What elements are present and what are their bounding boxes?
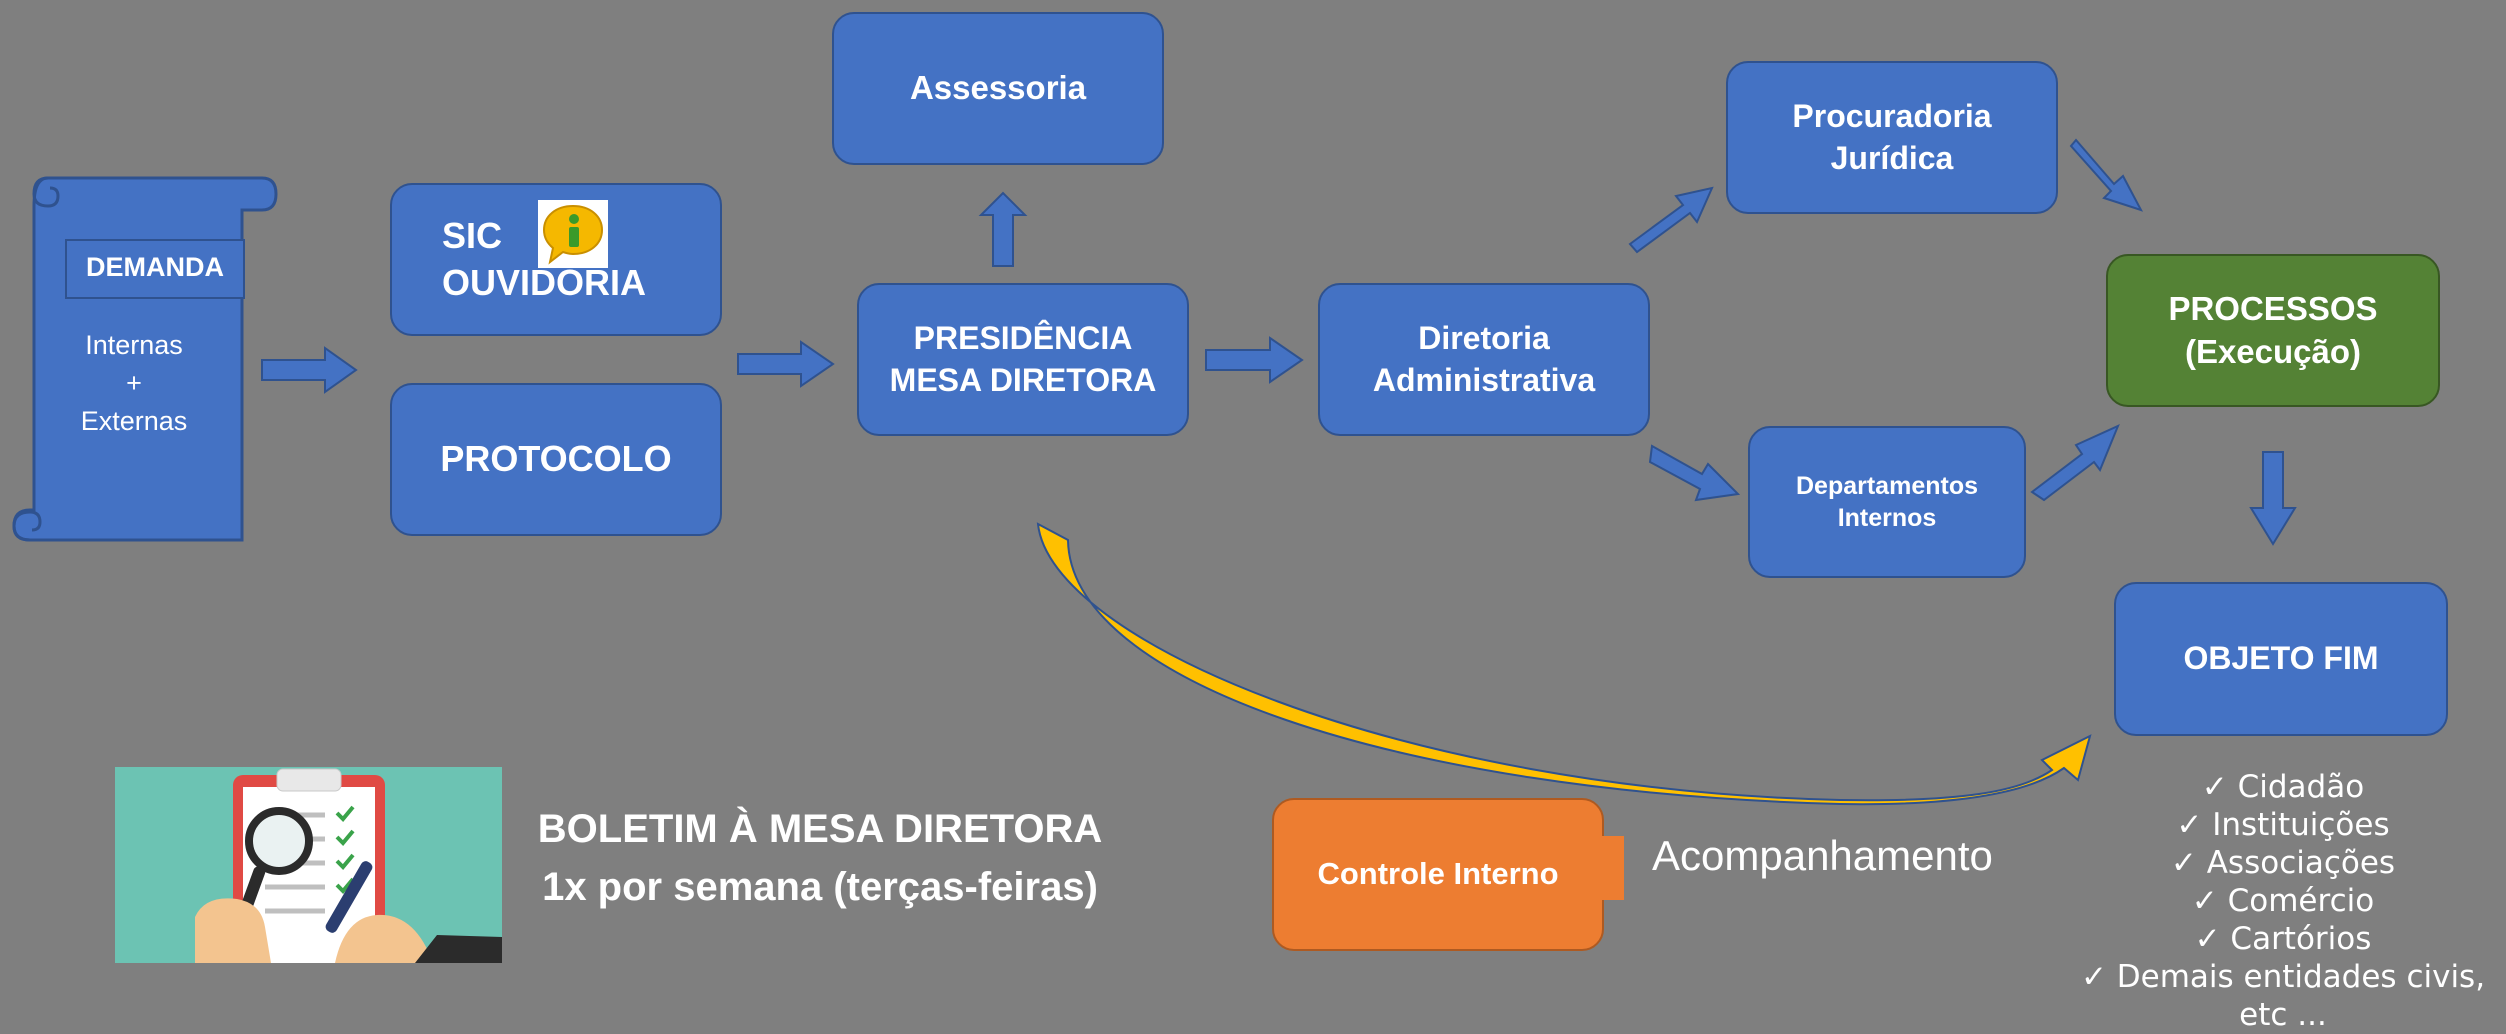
presidencia-box: PRESIDÊNCIA MESA DIRETORA (857, 283, 1189, 436)
protocolo-box: PROTOCOLO (390, 383, 722, 536)
internos-label: Internos (1837, 504, 1937, 532)
curved-arrow-presidencia-to-objeto (1036, 522, 2092, 806)
list-item: ✓ Associações (2170, 845, 2396, 881)
list-item: ✓ Cartórios (2194, 921, 2372, 957)
beneficiaries-list: ✓ Cidadão ✓ Instituições ✓ Associações ✓… (2060, 768, 2506, 1034)
execucao-label: (Execução) (2184, 332, 2362, 370)
departamentos-label: Departamentos (1796, 471, 1978, 500)
list-item: ✓ Instituições (2176, 807, 2390, 843)
procuradoria-label: Procuradoria (1792, 97, 1992, 134)
info-icon (538, 200, 608, 268)
controle-interno-box: Controle Interno (1272, 798, 1604, 951)
controle-interno-tab (1602, 836, 1624, 900)
arrow-diretoria-to-procuradoria (1628, 186, 1714, 254)
demanda-plus: + (126, 368, 142, 398)
list-item: etc ... (2239, 997, 2327, 1033)
list-item: ✓ Comércio (2191, 883, 2375, 919)
arrow-presidencia-to-diretoria (1205, 336, 1304, 384)
ouvidoria-label: OUVIDORIA (442, 261, 647, 303)
arrow-procuradoria-to-processos (2069, 138, 2144, 212)
mesa-diretora-label: MESA DIRETORA (889, 361, 1157, 398)
acompanhamento-label: Acompanhamento (1652, 832, 1993, 879)
clipboard-illustration (115, 767, 502, 963)
administrativa-label: Administrativa (1372, 361, 1596, 398)
assessoria-box: Assessoria (832, 12, 1164, 165)
boletim-text: BOLETIM À MESA DIRETORA 1x por semana (t… (530, 800, 1110, 916)
departamentos-box: Departamentos Internos (1748, 426, 2026, 578)
assessoria-label: Assessoria (909, 69, 1087, 107)
procuradoria-box: Procuradoria Jurídica (1726, 61, 2058, 214)
arrow-presidencia-to-assessoria (978, 191, 1028, 267)
arrow-demanda-to-sic (261, 346, 358, 394)
boletim-line1: BOLETIM À MESA DIRETORA (537, 807, 1103, 851)
boletim-line2: 1x por semana (terças-feiras) (542, 865, 1098, 909)
processos-box: PROCESSOS (Execução) (2106, 254, 2440, 407)
demanda-scroll (12, 176, 278, 542)
controle-interno-label: Controle Interno (1317, 856, 1559, 892)
presidencia-label: PRESIDÊNCIA (913, 319, 1133, 356)
demanda-title: DEMANDA (86, 252, 224, 282)
objeto-fim-label: OBJETO FIM (2183, 640, 2379, 677)
juridica-label: Jurídica (1830, 139, 1954, 176)
arrow-departamentos-to-processos (2030, 424, 2120, 502)
list-item: ✓ Cidadão (2201, 769, 2365, 805)
sic-label: SIC (442, 214, 503, 256)
processos-label: PROCESSOS (2168, 289, 2378, 327)
demanda-types: Internas + Externas (34, 326, 234, 440)
diretoria-label: Diretoria (1418, 319, 1550, 356)
list-item: ✓ Demais entidades civis, (2080, 959, 2486, 995)
arrow-sic-to-presidencia (737, 340, 835, 388)
demanda-externas: Externas (80, 406, 188, 436)
protocolo-label: PROTOCOLO (440, 438, 672, 480)
objeto-fim-box: OBJETO FIM (2114, 582, 2448, 736)
demanda-internas: Internas (85, 330, 183, 360)
arrow-processos-to-objeto (2249, 451, 2297, 546)
arrow-diretoria-to-departamentos (1648, 444, 1741, 502)
diretoria-box: Diretoria Administrativa (1318, 283, 1650, 436)
